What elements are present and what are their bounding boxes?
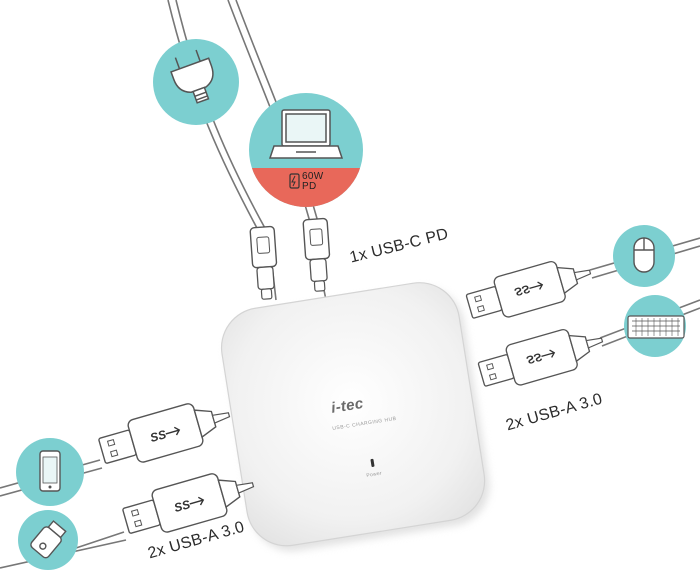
laptop-icon xyxy=(268,109,344,159)
smartphone-circle xyxy=(16,438,84,506)
power-plug-icon xyxy=(170,49,214,104)
power-delivery-badge: 60W PD xyxy=(302,172,323,192)
power-plug-circle xyxy=(153,39,239,125)
usb-a-plug-mouse xyxy=(463,251,597,328)
laptop-circle xyxy=(249,93,363,207)
smartphone-icon xyxy=(39,450,61,492)
usb-c-plug-laptop xyxy=(302,217,331,292)
usb-c-plug-power xyxy=(249,225,278,300)
power-delivery-watts: 60W xyxy=(302,171,324,182)
hub-led xyxy=(370,458,375,467)
usb-c-hub xyxy=(220,282,490,552)
mouse-icon xyxy=(633,237,655,273)
keyboard-circle xyxy=(624,295,686,357)
charging-icon xyxy=(289,173,300,189)
usb-flash-drive-icon xyxy=(30,520,67,559)
power-delivery-pd: PD xyxy=(302,181,317,192)
mouse-circle xyxy=(613,225,675,287)
usb-a-plug-keyboard xyxy=(475,319,609,396)
flash-drive-circle xyxy=(18,510,78,570)
keyboard-icon xyxy=(627,315,685,339)
usb-a-plug-phone xyxy=(95,392,236,473)
